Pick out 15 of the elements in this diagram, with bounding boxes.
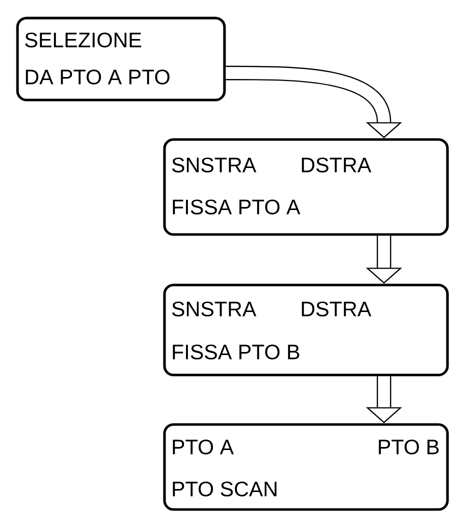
display-text: DSTRA bbox=[302, 302, 372, 316]
display-text: PTO A bbox=[172, 440, 234, 454]
display-box bbox=[163, 284, 449, 376]
display-text: PTO B bbox=[378, 440, 439, 454]
display-text: DA PTO A PTO bbox=[26, 70, 170, 84]
display-text: SNSTRA bbox=[172, 158, 256, 172]
display-text: PTO SCAN bbox=[172, 482, 276, 496]
display-text: FISSA PTO B bbox=[172, 344, 300, 360]
display-box bbox=[163, 423, 449, 511]
display-text: DSTRA bbox=[302, 158, 372, 172]
display-box bbox=[16, 16, 226, 102]
display-text: FISSA PTO A bbox=[172, 200, 300, 214]
display-text: SNSTRA bbox=[172, 302, 256, 316]
display-text: SELEZIONE bbox=[25, 32, 142, 48]
display-box bbox=[163, 138, 449, 236]
